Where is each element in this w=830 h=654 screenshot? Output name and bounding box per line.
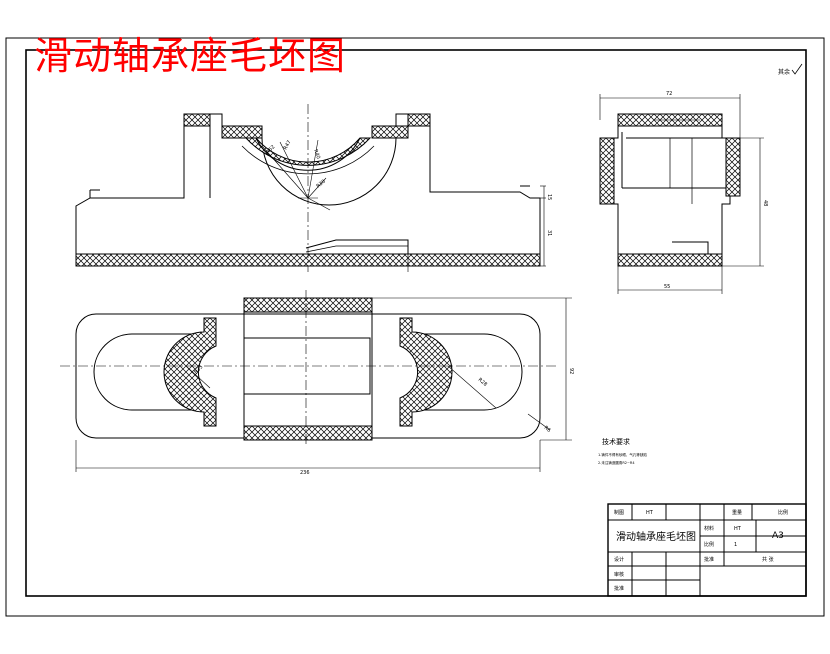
tb-scale-label: 比例	[778, 509, 788, 516]
title-block-text: 制图 HT 重量 比例 滑动轴承座毛坯图 材料 HT 比例 1 A3 批准 共 …	[614, 509, 788, 592]
technical-requirements: 技术要求 1.铸件不得有砂眼、气孔等缺陷 2.未注铸造圆角R2~R4	[598, 437, 647, 465]
dim-side-bottom: 55	[664, 284, 670, 290]
dim-side-height: 48	[762, 200, 768, 206]
plan-view	[60, 290, 572, 472]
front-view-dims: R52 R47 R40 R30 15 31	[265, 139, 552, 236]
dim-plan-r-left: R35	[193, 364, 204, 375]
tb-material-value: HT	[646, 510, 654, 516]
tb-approve-label: 批准	[614, 585, 624, 592]
dim-front-height: 31	[546, 230, 552, 236]
dim-plan-r-right: R28	[477, 377, 488, 388]
tb-scale-value: 1	[734, 542, 737, 548]
tb-design-label: 设计	[614, 556, 624, 563]
tb-material-label: 材料	[704, 525, 714, 532]
tb-check-label: 审核	[614, 571, 624, 578]
overlay-title: 滑动轴承座毛坯图	[34, 34, 347, 78]
tb-material-value-2: HT	[734, 526, 742, 532]
dim-top-width: 72	[666, 91, 672, 97]
roughness-symbol: 其余	[778, 63, 803, 76]
front-view	[75, 104, 546, 272]
side-view	[599, 94, 764, 294]
dim-r-mid: R40	[312, 149, 321, 160]
dim-r-inner: R47	[283, 139, 293, 151]
bearing-shell	[244, 137, 372, 166]
tb-count-label: 共 张	[762, 556, 774, 563]
tech-req-heading: 技术要求	[602, 437, 630, 446]
tech-req-line2: 2.未注铸造圆角R2~R4	[598, 460, 635, 465]
dim-r-bottom: R30	[315, 179, 326, 190]
tech-req-line1: 1.铸件不得有砂眼、气孔等缺陷	[598, 452, 647, 457]
inner-frame	[25, 49, 807, 597]
dim-overall-length: 236	[300, 470, 310, 476]
plan-view-dims: 236 92 R35 R28 R6	[193, 364, 574, 476]
tb-weight-label: 重量	[732, 509, 742, 516]
title-block	[607, 503, 807, 597]
tb-part-name: 滑动轴承座毛坯图	[616, 530, 696, 543]
tb-note-label: 批准	[704, 556, 714, 563]
dim-r-outer: R52	[265, 144, 276, 155]
roughness-note: 其余	[778, 68, 790, 76]
tb-drawn-label: 制图	[614, 509, 624, 516]
tb-size: A3	[772, 531, 784, 541]
dim-plan-r-corner: R6	[543, 425, 552, 434]
dim-front-small: 15	[546, 194, 552, 200]
tb-scale-label-2: 比例	[704, 541, 714, 548]
side-view-dims: 72 55 48	[664, 91, 768, 290]
dim-plan-width: 92	[568, 368, 574, 374]
outer-border	[5, 37, 825, 617]
